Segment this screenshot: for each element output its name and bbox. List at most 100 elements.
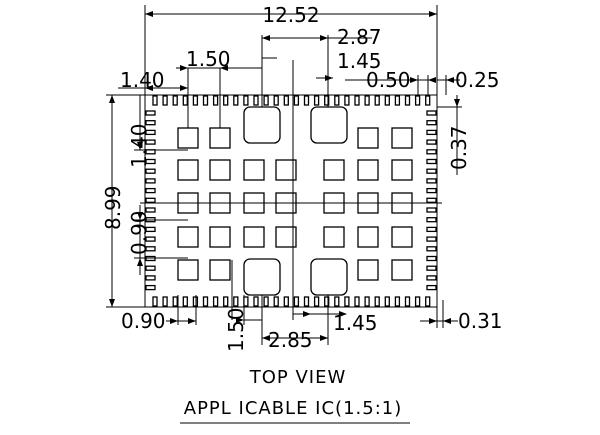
bottom-pin bbox=[273, 296, 279, 307]
grid-pad bbox=[209, 226, 231, 248]
top-pin bbox=[293, 95, 300, 106]
top-pin bbox=[273, 95, 279, 106]
top-pin bbox=[344, 95, 350, 106]
bottom-pin bbox=[324, 296, 330, 307]
grid-pad bbox=[177, 159, 199, 181]
left-pin bbox=[145, 246, 156, 252]
left-pin bbox=[145, 187, 156, 194]
package-outline bbox=[144, 94, 438, 308]
dim-bottom-right-offset-label: 0.31 bbox=[458, 309, 503, 333]
bottom-pin bbox=[293, 296, 300, 307]
bottom-pin bbox=[303, 296, 310, 307]
dim-pin-width-label: 0.25 bbox=[455, 68, 500, 92]
left-pin bbox=[145, 265, 156, 271]
center-pad-bottom-left bbox=[243, 258, 281, 296]
center-pad-top-left bbox=[243, 106, 281, 144]
bottom-pin bbox=[182, 296, 188, 307]
grid-pad bbox=[177, 226, 199, 248]
bottom-pin bbox=[313, 296, 320, 307]
top-pin bbox=[334, 95, 340, 106]
right-pin bbox=[426, 246, 437, 252]
grid-pad bbox=[275, 159, 297, 181]
top-pin bbox=[162, 95, 168, 106]
grid-pad bbox=[177, 259, 199, 281]
right-pin bbox=[426, 129, 437, 136]
dim-center-width-bottom: 1.45 bbox=[293, 311, 378, 335]
dim-bottom-right-offset: 0.31 bbox=[420, 300, 503, 333]
dim-pin-length-label: 0.37 bbox=[447, 125, 471, 170]
left-pin bbox=[145, 120, 156, 126]
top-pin-row bbox=[152, 95, 431, 106]
bottom-pin bbox=[253, 296, 259, 307]
right-pin bbox=[426, 120, 437, 126]
top-pin bbox=[364, 95, 370, 106]
dim-pad-pitch-top-label: 1.50 bbox=[186, 47, 231, 71]
top-pin bbox=[303, 95, 310, 106]
left-pin bbox=[145, 226, 156, 233]
dim-overall-height: 8.99 bbox=[101, 94, 145, 308]
bottom-pin bbox=[172, 296, 178, 307]
center-pad-top-right bbox=[310, 106, 348, 144]
bottom-pin-row bbox=[152, 296, 431, 307]
dim-pin-width: 0.25 bbox=[437, 68, 500, 95]
grid-pad bbox=[357, 127, 379, 149]
right-pin bbox=[426, 139, 437, 145]
top-pin bbox=[324, 95, 330, 106]
left-pin bbox=[145, 197, 156, 203]
bottom-pin bbox=[404, 296, 411, 307]
bottom-pin bbox=[233, 296, 239, 307]
top-pin bbox=[253, 95, 259, 106]
left-pin bbox=[145, 168, 156, 174]
left-pin-column bbox=[145, 110, 156, 291]
dim-edge-offset-left: 1.40 bbox=[118, 68, 188, 92]
right-pin bbox=[426, 149, 437, 155]
top-pin bbox=[425, 95, 431, 106]
top-pin bbox=[243, 95, 249, 106]
dim-row-pitch: 0.90 bbox=[127, 205, 188, 275]
center-pad-bottom-right bbox=[310, 258, 348, 296]
bottom-pin bbox=[152, 296, 158, 307]
bottom-pin bbox=[202, 296, 209, 307]
bottom-pin bbox=[212, 296, 219, 307]
right-pin bbox=[426, 207, 437, 213]
dim-bottom-left-offset: 0.90 bbox=[121, 295, 197, 333]
dim-pad-pitch-bottom-label: 1.50 bbox=[224, 307, 248, 352]
dim-pad-pitch-bottom: 1.50 bbox=[224, 260, 262, 352]
dim-overall-height-label: 8.99 bbox=[101, 185, 125, 230]
top-pin bbox=[223, 95, 229, 106]
grid-pad bbox=[209, 259, 231, 281]
dim-pin-pitch: 0.50 bbox=[345, 68, 436, 95]
top-pin bbox=[212, 95, 219, 106]
dim-row-pitch-label: 0.90 bbox=[127, 210, 151, 255]
top-pin bbox=[313, 95, 320, 106]
grid-pad bbox=[391, 127, 413, 149]
bottom-pin bbox=[344, 296, 350, 307]
right-pin bbox=[426, 275, 437, 281]
bottom-pin bbox=[414, 296, 421, 307]
dim-center-width-bottom-label: 1.45 bbox=[333, 311, 378, 335]
top-pin bbox=[414, 95, 421, 106]
bottom-pin bbox=[263, 296, 269, 307]
dim-center-width-top-label: 1.45 bbox=[337, 49, 382, 73]
dim-pin-pitch-label: 0.50 bbox=[366, 68, 411, 92]
dim-center-width-top: 1.45 bbox=[316, 49, 382, 81]
bottom-pin bbox=[223, 296, 229, 307]
grid-pad bbox=[275, 226, 297, 248]
left-pin bbox=[145, 129, 156, 136]
bottom-pin bbox=[374, 296, 380, 307]
dim-center-span-bottom-label: 2.85 bbox=[268, 328, 313, 352]
left-pin bbox=[145, 178, 156, 184]
right-pin bbox=[426, 178, 437, 184]
bottom-pin bbox=[354, 296, 360, 307]
applicable-ic-caption: APPL ICABLE IC(1.5:1) bbox=[184, 398, 403, 419]
dim-pin-length: 0.37 bbox=[437, 95, 471, 175]
dim-overall-width: 12.52 bbox=[144, 3, 438, 95]
right-pin bbox=[426, 197, 437, 203]
left-pin bbox=[145, 236, 156, 242]
grid-pad bbox=[209, 159, 231, 181]
top-pin bbox=[192, 95, 199, 106]
bottom-pin bbox=[394, 296, 401, 307]
left-pin bbox=[145, 110, 156, 116]
left-pin bbox=[145, 284, 156, 291]
